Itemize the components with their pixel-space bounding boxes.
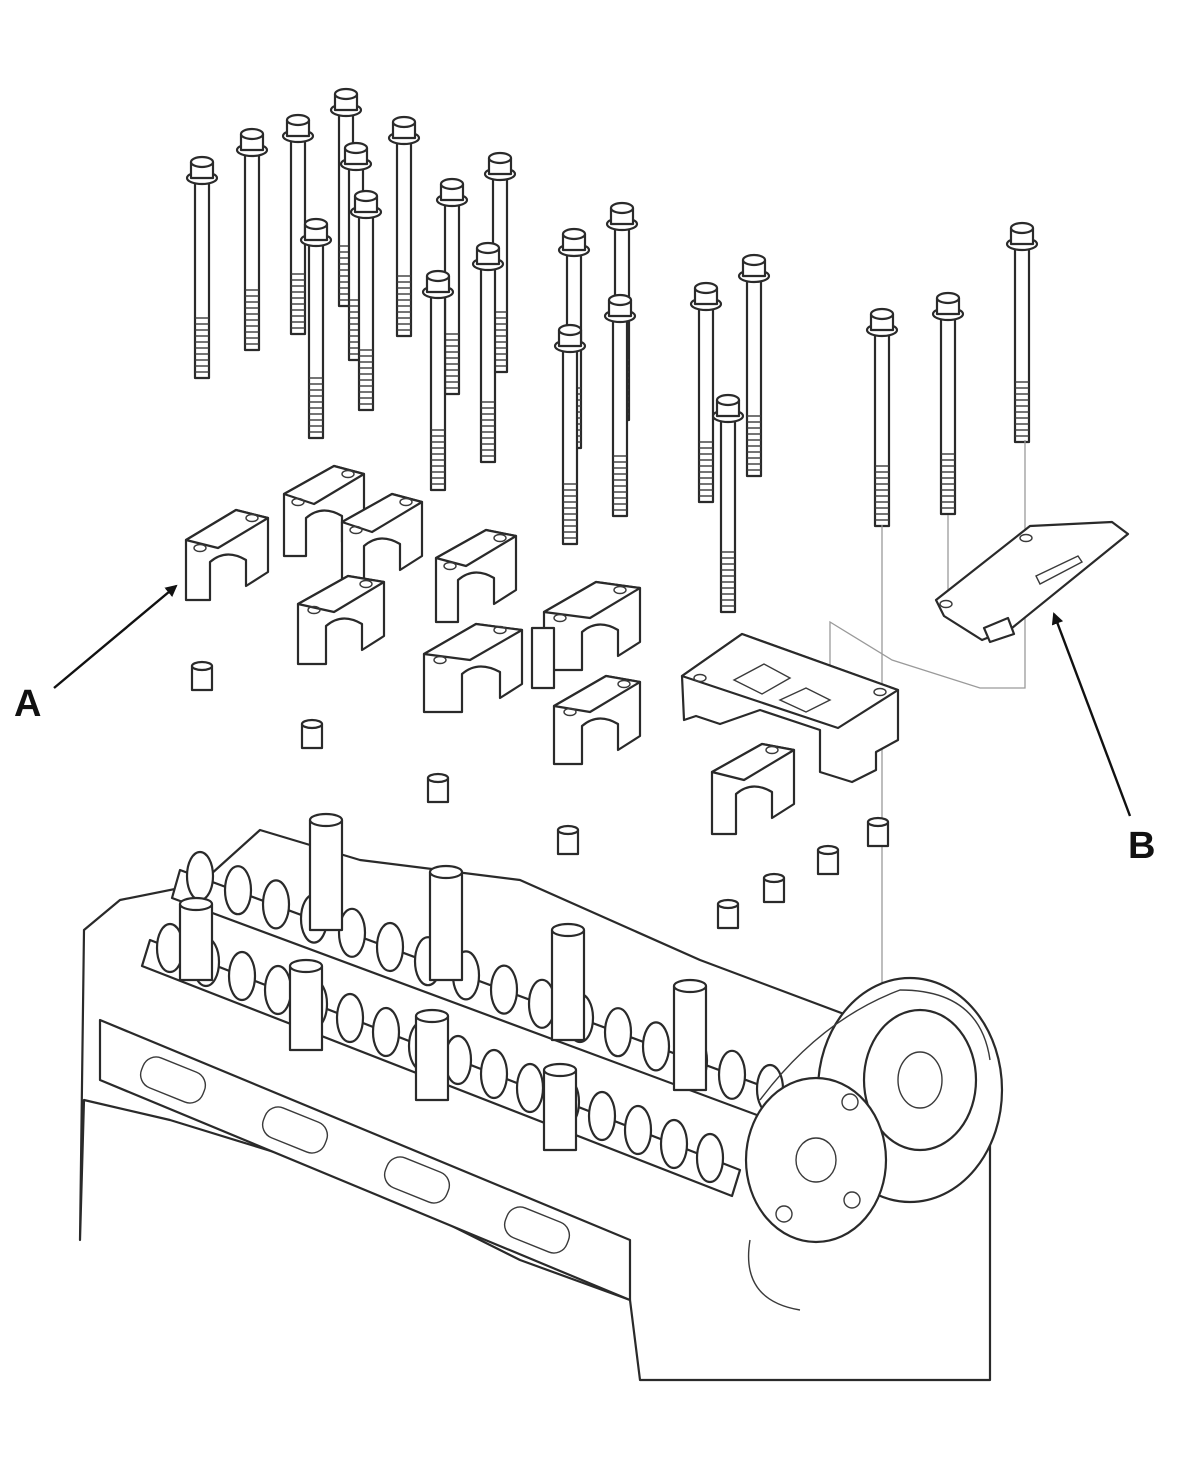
camshaft-holder-caps — [184, 464, 1130, 836]
bolt — [1005, 221, 1039, 444]
head-stud — [550, 922, 586, 1042]
callout-b-label: B — [1128, 825, 1155, 867]
bolt — [471, 241, 505, 464]
camshaft-bracket-b — [934, 520, 1130, 644]
bolt — [865, 307, 899, 528]
alignment-guides — [829, 440, 1026, 1010]
callout-a: A — [14, 584, 178, 725]
cam-holder-bolts — [185, 87, 1039, 614]
bolt — [387, 115, 421, 338]
bolt — [553, 323, 587, 546]
cam-lobe — [185, 850, 215, 902]
front-cam-holder — [680, 632, 900, 784]
cap-holder-7 — [530, 580, 642, 690]
cam-lobe — [223, 865, 253, 916]
cam-lobe — [603, 1007, 633, 1058]
cap-holder-5 — [434, 528, 518, 624]
head-stud — [542, 1062, 578, 1152]
cam-lobe — [641, 1021, 671, 1072]
cam-lobe — [515, 1062, 545, 1114]
head-stud — [428, 864, 464, 982]
callout-a-leader — [53, 584, 178, 689]
dowel-pin — [762, 872, 786, 904]
dowel-pins — [190, 660, 890, 930]
callout-b: B — [1051, 612, 1155, 867]
cap-holder-6 — [422, 622, 524, 714]
bolt — [603, 293, 637, 518]
dowel-pin — [300, 718, 324, 750]
dowel-pin — [190, 660, 214, 692]
head-stud — [308, 812, 344, 932]
cam-lobe — [371, 1006, 401, 1058]
cylinder-head — [78, 812, 1004, 1382]
bolt — [349, 189, 383, 412]
cam-lobe — [261, 879, 291, 930]
callout-b-leader — [1051, 612, 1132, 817]
cam-sprocket-chain — [744, 976, 1004, 1311]
cam-lobe — [587, 1090, 617, 1142]
bolt — [421, 269, 455, 492]
cap-holder-4 — [296, 574, 386, 666]
head-studs — [178, 812, 708, 1152]
bolt — [689, 281, 723, 504]
cam-lobe — [335, 992, 365, 1044]
head-stud — [414, 1008, 450, 1102]
cap-holder-a — [184, 508, 270, 602]
cam-lobe — [623, 1104, 653, 1156]
cam-lobe — [375, 921, 405, 973]
cam-lobe — [227, 950, 257, 1002]
dowel-pin — [816, 844, 840, 876]
bolt — [737, 253, 771, 478]
bolt — [185, 155, 219, 380]
bolt — [711, 393, 745, 614]
callout-a-label: A — [14, 683, 41, 725]
cam-lobe — [659, 1118, 689, 1170]
head-stud — [672, 978, 708, 1092]
cap-holder-9 — [710, 742, 796, 836]
cam-lobe — [717, 1049, 747, 1100]
head-stud — [288, 958, 324, 1052]
bolt — [931, 291, 965, 516]
dowel-pin — [426, 772, 450, 804]
head-ports — [139, 1056, 571, 1254]
cam-lobe — [337, 907, 367, 958]
cam-lobe — [489, 964, 519, 1015]
cap-holder-3 — [340, 492, 424, 586]
head-stud — [178, 896, 214, 982]
bolt — [435, 177, 469, 396]
dowel-pin — [556, 824, 580, 856]
bolt — [299, 217, 333, 440]
bolt — [235, 127, 269, 352]
cap-holder-8 — [552, 674, 642, 766]
cam-lobe — [263, 964, 293, 1016]
cam-lobe — [479, 1048, 509, 1100]
cam-lobe — [695, 1132, 725, 1184]
dowel-pin — [716, 898, 740, 930]
dowel-pin — [866, 816, 890, 848]
